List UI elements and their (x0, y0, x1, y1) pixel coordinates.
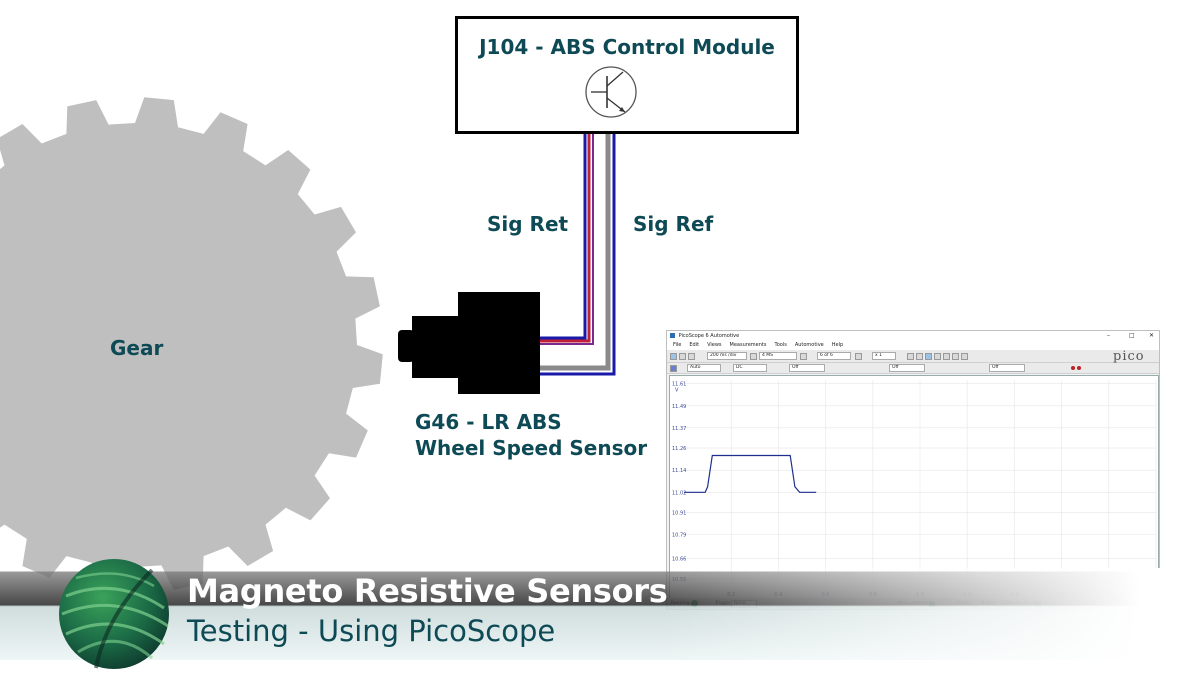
picoscope-menubar: File Edit Views Measurements Tools Autom… (667, 341, 1159, 350)
zoom-select[interactable]: x 1 (872, 352, 896, 360)
buffer-navigator[interactable]: 6 of 6 (817, 352, 851, 360)
y-tick-label: 11.02 (672, 490, 686, 496)
banner-title: Magneto Resistive Sensors (187, 572, 668, 610)
sig-ret-wire-purple (540, 132, 594, 345)
channel-d-range-select[interactable]: Off (989, 364, 1025, 372)
channel-settings-bar: Auto DC Off Off Off (667, 363, 1159, 374)
sig-ret-wire-blue (540, 132, 587, 340)
channel-a-range-select[interactable]: Auto (687, 364, 721, 372)
picoscope-window-title: PicoScope 6 Automotive (678, 333, 740, 339)
signal-trace (684, 454, 817, 493)
menu-help[interactable]: Help (831, 342, 844, 348)
sig-ret-label: Sig Ret (487, 212, 569, 236)
channel-c-range-select[interactable]: Off (889, 364, 925, 372)
banner-subtitle: Testing - Using PicoScope (187, 614, 556, 648)
hand-tool-icon[interactable] (916, 352, 923, 360)
menu-file[interactable]: File (673, 342, 682, 348)
wheel-speed-sensor (398, 292, 540, 394)
buffer-settings-button[interactable] (855, 352, 862, 360)
menu-tools[interactable]: Tools (774, 342, 787, 348)
globe-logo-icon (59, 559, 169, 669)
gear-label: Gear (110, 336, 164, 360)
menu-edit[interactable]: Edit (689, 342, 700, 348)
signal-wires (540, 132, 616, 376)
abs-control-module-box: J104 - ABS Control Module (455, 16, 799, 134)
timebase-down-button[interactable] (750, 352, 757, 360)
sensor-label-line2: Wheel Speed Sensor (415, 436, 648, 460)
scope-view[interactable]: 0.20.40.60.81.01.21.41.61.82.011.6111.49… (669, 375, 1159, 599)
transistor-symbol-icon (585, 66, 637, 118)
meter-mode-button[interactable] (679, 352, 686, 360)
y-tick-label: 10.79 (672, 533, 686, 539)
sensor-nose (398, 330, 414, 362)
sensor-tip (412, 316, 460, 378)
picoscope-window[interactable]: PicoScope 6 Automotive – □ ✕ File Edit V… (666, 330, 1160, 610)
samples-up-button[interactable] (800, 352, 807, 360)
minimize-icon[interactable]: – (1107, 332, 1110, 339)
zoom-out-icon[interactable] (943, 352, 950, 360)
sig-ref-label: Sig Ref (633, 212, 714, 236)
sig-ref-wire-blue (540, 132, 616, 376)
stop-indicator-icon (1077, 366, 1081, 370)
zoom-in-icon[interactable] (934, 352, 941, 360)
pointer-tool-icon[interactable] (907, 352, 914, 360)
persistence-mode-button[interactable] (688, 352, 695, 360)
y-unit-label: V (675, 388, 679, 394)
title-banner-fade (0, 568, 1200, 660)
timebase-select[interactable]: 200 ms /div (707, 352, 747, 360)
menu-measurements[interactable]: Measurements (729, 342, 767, 348)
record-indicator-icon (1071, 366, 1075, 370)
y-tick-label: 10.66 (672, 557, 686, 563)
scope-mode-button[interactable] (670, 352, 677, 360)
undo-zoom-icon[interactable] (952, 352, 959, 360)
maximize-icon[interactable]: □ (1129, 332, 1135, 339)
samples-select[interactable]: 4 MS (759, 352, 797, 360)
y-tick-label: 11.26 (672, 446, 686, 452)
channel-a-button[interactable] (670, 364, 677, 372)
menu-automotive[interactable]: Automotive (794, 342, 824, 348)
gear-shape (0, 97, 383, 593)
picoscope-toolbar: 200 ms /div 4 MS 6 of 6 x 1 pico (667, 349, 1159, 364)
pico-logo: pico (1113, 349, 1145, 364)
y-tick-label: 10.91 (672, 511, 686, 517)
menu-views[interactable]: Views (707, 342, 722, 348)
picoscope-app-icon (670, 333, 675, 338)
sensor-body (458, 292, 540, 394)
channel-a-coupling-select[interactable]: DC (733, 364, 767, 372)
y-tick-label: 11.49 (672, 404, 686, 410)
y-tick-label: 11.61 (672, 382, 686, 388)
sig-ref-wire-gray (540, 132, 611, 371)
zoom-fit-icon[interactable] (961, 352, 968, 360)
scope-plot[interactable]: 0.20.40.60.81.01.21.41.61.82.011.6111.49… (670, 376, 1158, 598)
channel-b-range-select[interactable]: Off (789, 364, 825, 372)
y-tick-label: 11.14 (672, 468, 686, 474)
y-tick-label: 11.37 (672, 426, 686, 432)
picoscope-titlebar[interactable]: PicoScope 6 Automotive – □ ✕ (667, 331, 1159, 341)
zoom-region-icon[interactable] (925, 352, 932, 360)
close-icon[interactable]: ✕ (1149, 332, 1155, 339)
module-title: J104 - ABS Control Module (479, 35, 775, 59)
sig-ret-wire-red (540, 132, 591, 343)
sensor-label-line1: G46 - LR ABS (415, 410, 562, 434)
